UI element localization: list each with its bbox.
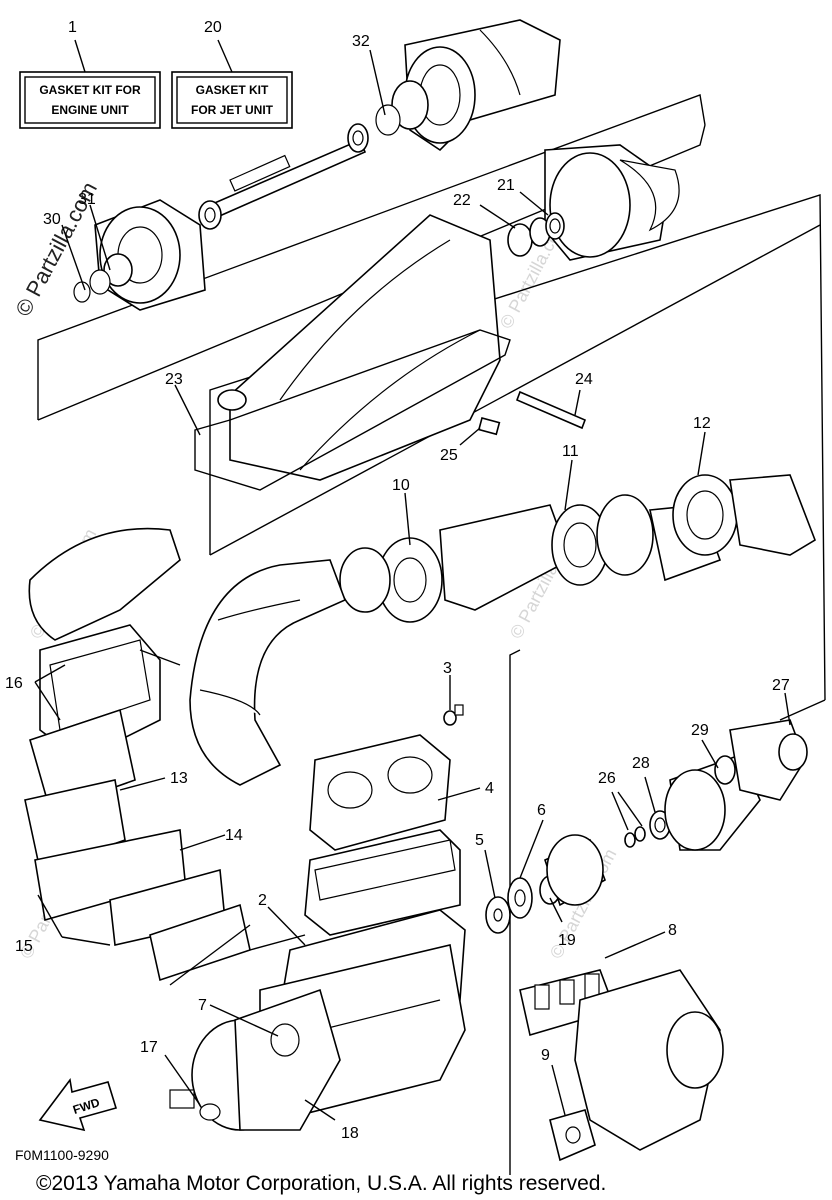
- leader-lines: [34, 49, 791, 1121]
- kit-engine-unit: 1 GASKET KIT FOR ENGINE UNIT: [19, 19, 161, 129]
- callout-5: 5: [475, 832, 484, 849]
- intake-duct: [194, 214, 511, 491]
- copyright-notice: ©2013 Yamaha Motor Corporation, U.S.A. A…: [36, 1172, 606, 1195]
- callout-8: 8: [668, 922, 677, 939]
- impeller-housing: [544, 144, 680, 261]
- callout-15: 15: [15, 938, 33, 955]
- engine-block: [259, 734, 466, 1116]
- exhaust-assembly: [339, 474, 816, 623]
- callout-24: 24: [575, 371, 593, 388]
- callout-1: 1: [68, 19, 77, 36]
- exhaust-elbow-pipe: [189, 559, 347, 786]
- kit-jet-unit: 20 GASKET KIT FOR JET UNIT: [171, 19, 293, 129]
- carb-intake-left: [24, 527, 251, 982]
- bolt-3: [443, 704, 464, 726]
- callout-27: 27: [772, 677, 790, 694]
- jet-unit-bracket: [37, 94, 826, 1175]
- drive-shaft: [198, 123, 369, 230]
- forward-arrow-icon: FWD: [38, 1078, 118, 1132]
- callout-4: 4: [485, 780, 494, 797]
- callout-19: 19: [558, 932, 576, 949]
- callout-17: 17: [140, 1039, 158, 1056]
- callout-16: 16: [5, 675, 23, 692]
- intake-strip-24: [515, 390, 587, 430]
- callout-9: 9: [541, 1047, 550, 1064]
- block-25: [477, 417, 501, 436]
- starter-housing: [169, 988, 341, 1131]
- callout-10: 10: [392, 477, 410, 494]
- kit-engine-line1: GASKET KIT FOR: [39, 83, 141, 97]
- kit-jet-line1: GASKET KIT: [196, 83, 269, 97]
- callout-29: 29: [691, 722, 709, 739]
- coupler-assembly: [485, 834, 606, 934]
- diagram-code: F0M1100-9290: [15, 1147, 109, 1163]
- callout-25: 25: [440, 447, 458, 464]
- callout-28: 28: [632, 755, 650, 772]
- pump-right: [624, 719, 808, 851]
- callout-32: 32: [352, 33, 370, 50]
- intake-housing: [73, 199, 206, 311]
- callout-18: 18: [341, 1125, 359, 1142]
- callout-11: 11: [562, 443, 579, 460]
- callout-12: 12: [693, 415, 711, 432]
- callout-7: 7: [198, 997, 207, 1014]
- callout-13: 13: [170, 770, 188, 787]
- callout-21: 21: [497, 177, 515, 194]
- callout-2: 2: [258, 892, 267, 909]
- callout-26: 26: [598, 770, 616, 787]
- seal-set-21-22: [507, 212, 565, 257]
- callout-31: 31: [78, 191, 96, 208]
- kit-jet-line2: FOR JET UNIT: [191, 103, 274, 117]
- pump-housing-top: [375, 19, 561, 152]
- callout-14: 14: [225, 827, 243, 844]
- callout-23: 23: [165, 371, 183, 388]
- callout-6: 6: [537, 802, 546, 819]
- callout-3: 3: [443, 660, 452, 677]
- kit-engine-line2: ENGINE UNIT: [51, 103, 129, 117]
- callout-20: 20: [204, 19, 222, 36]
- exhaust-manifold-right: [519, 969, 724, 1162]
- callout-30: 30: [43, 211, 61, 228]
- callout-22: 22: [453, 192, 471, 209]
